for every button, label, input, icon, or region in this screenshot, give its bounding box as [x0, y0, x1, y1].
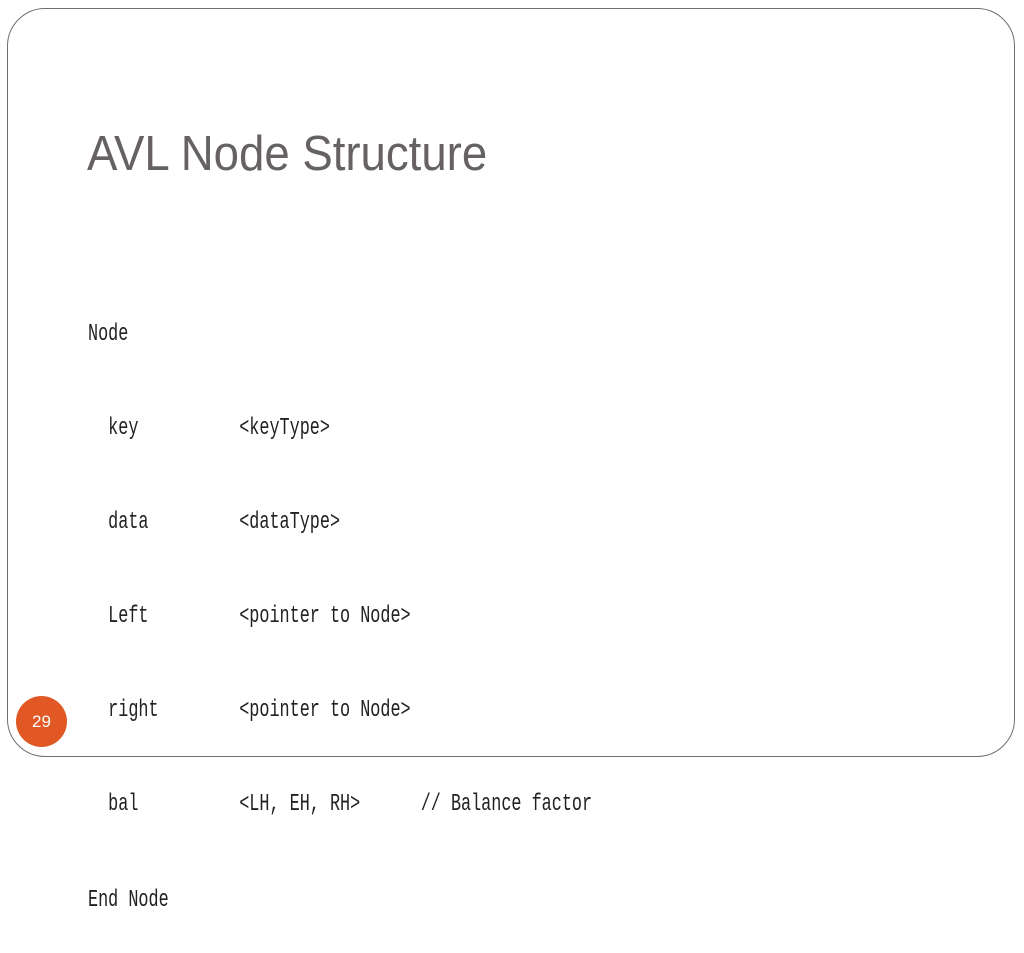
- code-line-key: key <keyType>: [88, 415, 330, 442]
- slide-frame: [7, 8, 1015, 757]
- code-block: Node key <keyType> data <dataType> Left …: [88, 264, 592, 953]
- code-line-node-header: Node: [88, 321, 129, 348]
- page-number-badge: 29: [16, 696, 67, 747]
- code-line-right: right <pointer to Node>: [88, 697, 411, 724]
- code-line-end-node: End Node: [88, 887, 169, 914]
- code-line-left: Left <pointer to Node>: [88, 603, 411, 630]
- code-line-bal: bal <LH, EH, RH> // Balance factor: [88, 791, 593, 818]
- code-line-data: data <dataType>: [88, 509, 341, 536]
- slide-title: AVL Node Structure: [87, 127, 488, 181]
